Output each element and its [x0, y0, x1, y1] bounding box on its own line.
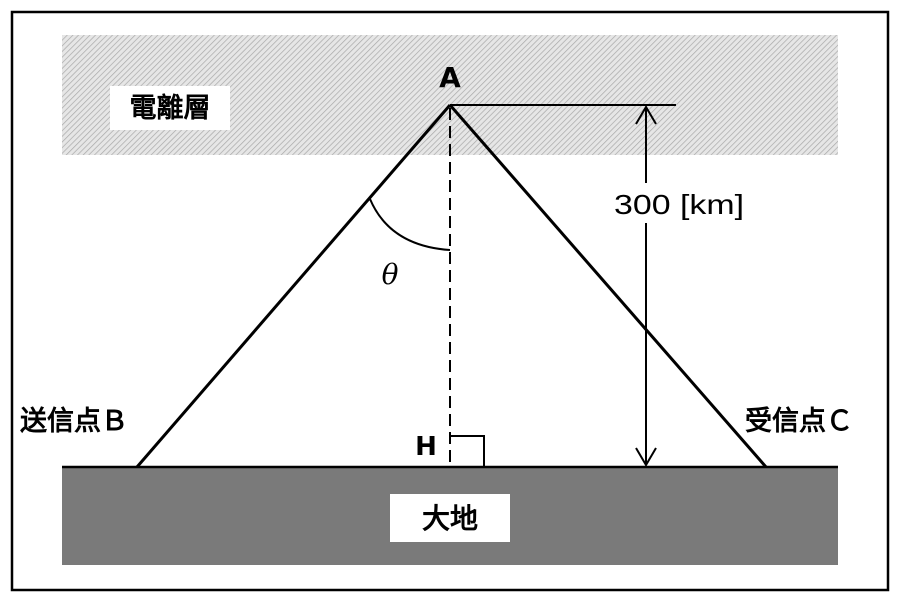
- ionosphere-label-box: [110, 86, 230, 130]
- foot-label: H: [415, 432, 437, 462]
- ionosphere-label: 電離層: [130, 92, 211, 124]
- right-angle-marker: [450, 435, 485, 467]
- height-arrow-top: [635, 105, 657, 125]
- incident-path: [135, 104, 452, 468]
- transmitter-label: 送信点Ｂ: [20, 406, 128, 437]
- point-a-label: A: [439, 61, 461, 94]
- reflected-path: [448, 104, 768, 468]
- outer-frame: [10, 10, 890, 592]
- angle-label: θ: [382, 258, 399, 291]
- height-label: 300 [km]: [614, 189, 744, 220]
- angle-arc: [369, 198, 451, 251]
- ground-label: 大地: [422, 502, 478, 535]
- height-arrow-bottom: [635, 447, 657, 467]
- ground-label-box: [390, 494, 510, 542]
- receiver-label: 受信点Ｃ: [745, 405, 853, 437]
- height-label-box: [606, 183, 750, 223]
